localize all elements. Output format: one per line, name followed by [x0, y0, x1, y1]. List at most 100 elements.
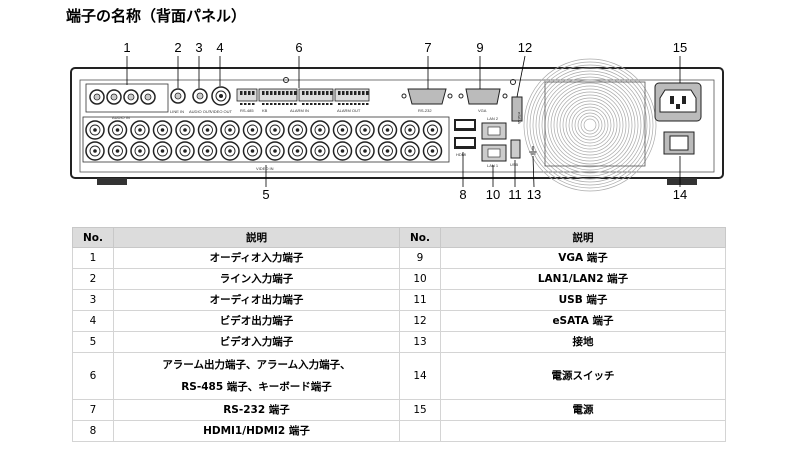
callout-number: 3: [195, 40, 202, 55]
cell-no: 5: [72, 331, 114, 353]
line-in-port: [170, 88, 186, 104]
callout-number: 7: [424, 40, 431, 55]
video-in-bnc: [422, 120, 443, 140]
video-in-bnc: [422, 141, 443, 161]
alarm-out-label: ALARM OUT: [337, 108, 361, 113]
cell-desc: オーディオ入力端子: [113, 247, 400, 269]
usb-port: [510, 139, 521, 159]
cell-no: 13: [399, 331, 441, 353]
audio-in-label: AUDIO IN: [112, 115, 130, 120]
video-in-bnc: [287, 141, 308, 161]
callout-number: 9: [476, 40, 483, 55]
audio-in-port: [123, 89, 139, 105]
audio-in-port: [89, 89, 105, 105]
cell-desc: ビデオ入力端子: [113, 331, 400, 353]
cell-desc: eSATA 端子: [440, 310, 726, 332]
video-in-bnc: [400, 141, 420, 161]
top-screw: [283, 77, 289, 83]
video-in-bnc: [175, 141, 195, 161]
callout-9: 9: [476, 40, 484, 89]
callout-10: 10: [486, 165, 500, 202]
video-in-ports: [85, 120, 443, 161]
video-out-label: VIDEO OUT: [210, 109, 233, 114]
video-in-bnc: [175, 120, 195, 140]
video-in-bnc: [377, 141, 398, 161]
vga-port: [458, 88, 508, 105]
terminal-blocks: [236, 88, 370, 105]
video-in-bnc: [152, 141, 173, 161]
video-in-bnc: [107, 141, 128, 161]
video-in-bnc: [310, 141, 330, 161]
callout-number: 11: [508, 187, 522, 202]
video-in-bnc: [287, 120, 308, 140]
video-in-bnc: [310, 120, 330, 140]
cell-desc: HDMI1/HDMI2 端子: [113, 420, 400, 442]
cell-no: 3: [72, 289, 114, 311]
video-in-bnc: [130, 120, 150, 140]
video-in-bnc: [197, 141, 218, 161]
audio-out-port: [192, 88, 208, 104]
cell-no: 15: [399, 399, 441, 421]
cell-desc: 電源: [440, 399, 726, 421]
cell-no: 6: [72, 352, 114, 400]
video-in-bnc: [242, 120, 263, 140]
video-in-bnc: [377, 120, 398, 140]
rear-panel-diagram: AUDIO IN LINE IN AUDIO OUT VIDEO OUT RS-…: [70, 40, 724, 202]
cell-no: 10: [399, 268, 441, 290]
usb-label: USB: [510, 162, 519, 167]
callout-13: 13: [527, 155, 541, 202]
cell-desc: LAN1/LAN2 端子: [440, 268, 726, 290]
cell-desc: [440, 420, 726, 442]
callout-7: 7: [424, 40, 432, 89]
video-in-bnc: [400, 120, 420, 140]
terminal-block: [236, 88, 258, 105]
video-in-label: VIDEO IN: [256, 166, 274, 171]
video-in-bnc: [242, 141, 263, 161]
lan-ports: [481, 122, 507, 162]
callout-6: 6: [295, 40, 303, 88]
cell-no: 1: [72, 247, 114, 269]
fan-grille: [523, 58, 657, 192]
video-in-bnc: [220, 141, 240, 161]
audio-in-ports: [89, 89, 156, 105]
callout-number: 6: [295, 40, 302, 55]
callout-number: 10: [486, 187, 500, 202]
callout-1: 1: [123, 40, 131, 85]
audio-in-port: [106, 89, 122, 105]
cell-desc: ライン入力端子: [113, 268, 400, 290]
callout-number: 14: [673, 187, 687, 202]
video-in-bnc: [197, 120, 218, 140]
cell-desc: オーディオ出力端子: [113, 289, 400, 311]
callout-3: 3: [195, 40, 203, 88]
cell-desc: RS-232 端子: [113, 399, 400, 421]
callout-number: 2: [174, 40, 181, 55]
cell-desc: USB 端子: [440, 289, 726, 311]
cell-no: 11: [399, 289, 441, 311]
col-header-desc-2: 説明: [440, 227, 726, 248]
video-in-bnc: [85, 120, 105, 140]
video-in-bnc: [130, 141, 150, 161]
cell-no: 9: [399, 247, 441, 269]
callout-number: 5: [262, 187, 269, 202]
cell-desc: 接地: [440, 331, 726, 353]
cell-no: 12: [399, 310, 441, 332]
cell-no: 7: [72, 399, 114, 421]
video-in-bnc: [220, 120, 240, 140]
callout-number: 15: [673, 40, 687, 55]
line-in-label: LINE IN: [170, 109, 184, 114]
esata-label: eSATA: [517, 112, 522, 124]
video-in-bnc: [265, 141, 285, 161]
audio-in-port: [140, 89, 156, 105]
video-in-bnc: [152, 120, 173, 140]
foot-right: [667, 178, 697, 185]
callout-4: 4: [216, 40, 224, 86]
terminal-block: [334, 88, 370, 105]
rs485-label: RS-485: [240, 108, 254, 113]
col-header-desc-1: 説明: [113, 227, 400, 248]
